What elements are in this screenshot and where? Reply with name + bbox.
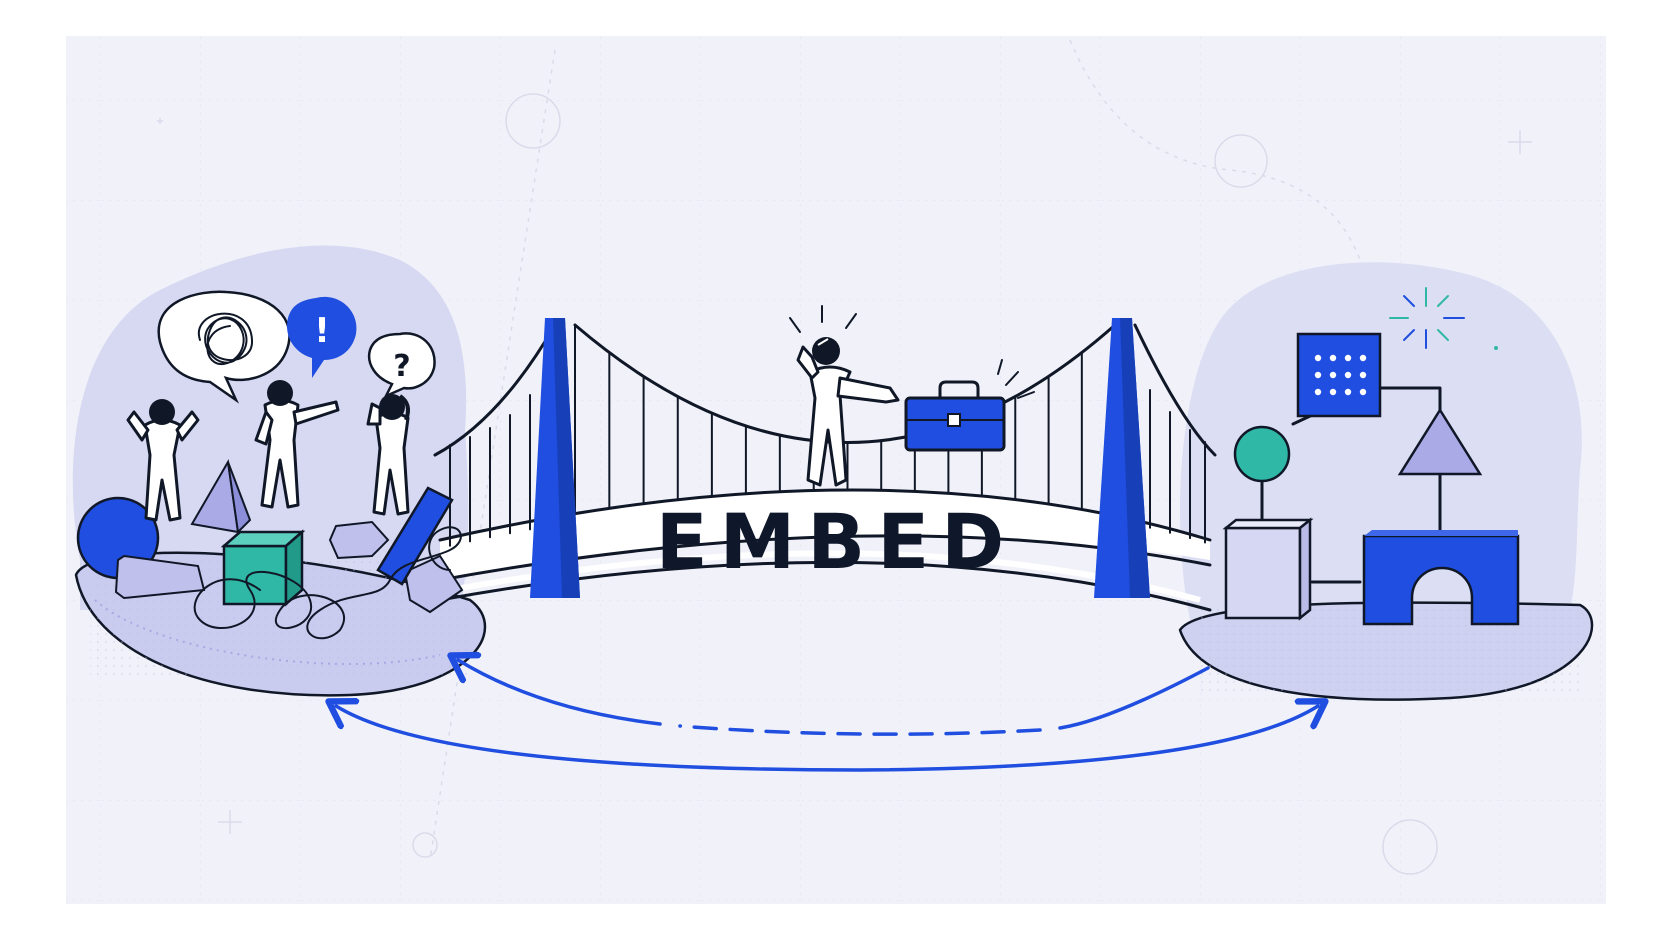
grid-dot [1314,371,1322,379]
grid-dot [1359,388,1367,396]
bridge-title: EMBED [656,497,1016,586]
background-decor [157,39,1532,875]
grid-dot [1329,354,1337,362]
right-island [1178,262,1594,701]
grid-dot [1344,388,1352,396]
left-people: ! ? [126,290,436,522]
lavender-block-small [328,520,390,560]
scribble-bubble-icon [157,290,291,404]
svg-text:!: ! [314,311,330,351]
grid-dot [1359,354,1367,362]
person-shrug [126,399,200,522]
person-thinking [366,394,410,516]
presenter-figure [789,305,1035,487]
question-bubble-icon: ? [367,332,436,399]
svg-text:?: ? [393,349,410,384]
forward-arrow-icon [336,706,1318,772]
arch-block-icon [1362,530,1520,626]
briefcase-icon [904,380,1006,452]
grid-dot [1329,371,1337,379]
dot-grid-square-icon [1296,332,1382,418]
person-pointing [254,380,340,509]
flow-arrows [336,660,1318,772]
grid-dot [1314,354,1322,362]
exclamation-bubble-icon: ! [287,296,357,378]
teal-cube [220,529,306,607]
blue-plank [376,486,454,586]
teal-circle-icon [1233,425,1291,483]
grid-dot [1329,388,1337,396]
bridge-cables [433,323,1217,547]
right-objects [1222,287,1520,626]
grid-dot [1314,388,1322,396]
alert-marks [789,305,1035,399]
bridge-towers [530,318,1150,598]
sparkle-icon [1389,287,1498,350]
triangle-icon [1397,407,1483,476]
grid-dot [1359,371,1367,379]
cube-icon [1222,517,1314,621]
grid-dot [1344,354,1352,362]
tangle-icon [193,526,462,640]
left-objects [76,459,464,640]
grid-dot [1344,371,1352,379]
